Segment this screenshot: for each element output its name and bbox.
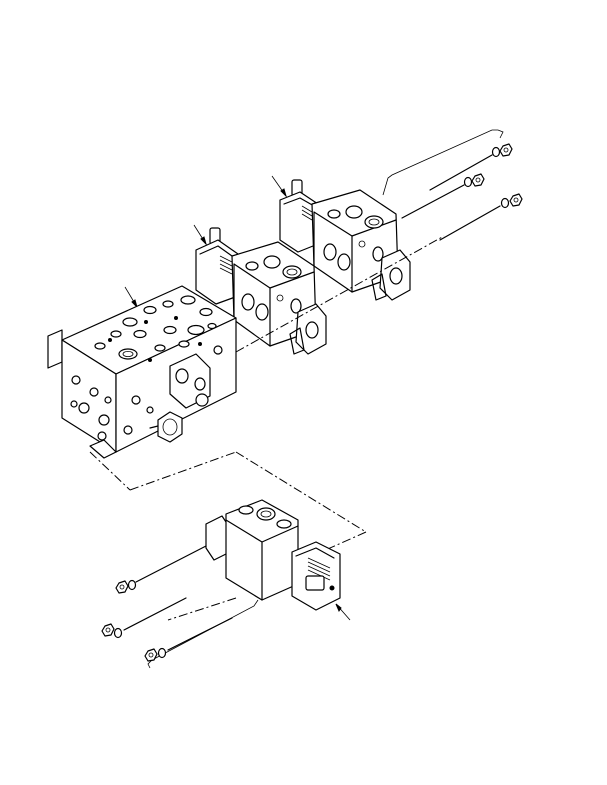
tie-rod-set-upper <box>382 129 523 241</box>
assembly-centerlines <box>89 235 445 621</box>
end-section <box>205 499 351 621</box>
control-section-2 <box>271 175 411 301</box>
inlet-manifold-block <box>47 285 237 459</box>
tie-rod-set-lower <box>101 545 259 669</box>
control-section-1 <box>193 224 327 355</box>
